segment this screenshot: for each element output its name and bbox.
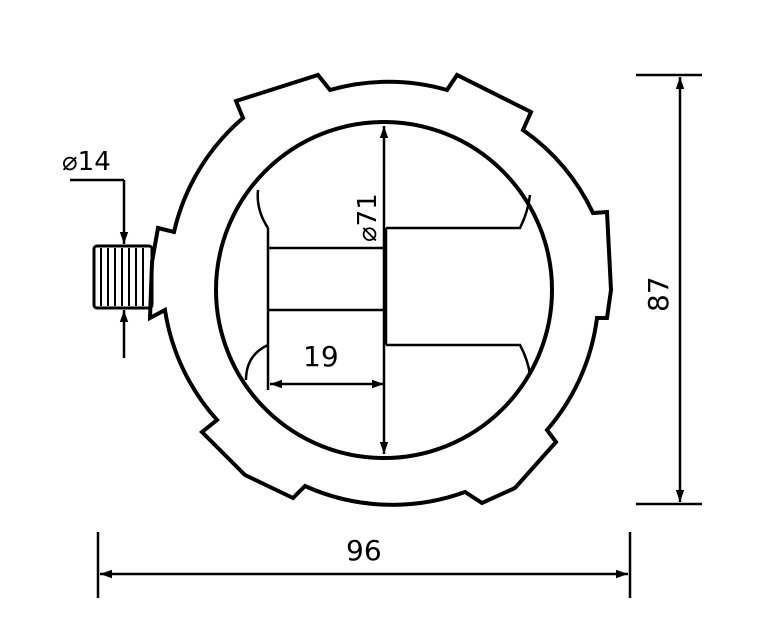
width-dimension: 96 xyxy=(96,532,632,598)
slot-width-dimension: 19 xyxy=(270,340,384,389)
inner-diameter-dimension: ⌀71 xyxy=(353,126,389,454)
outer-ring-toothed xyxy=(147,72,614,507)
inner-bore-circle xyxy=(214,120,554,460)
slot-width-label: 19 xyxy=(303,340,339,373)
width-label: 96 xyxy=(346,534,382,567)
knurled-pin xyxy=(92,244,154,310)
pin-diameter-label: ⌀14 xyxy=(62,147,111,177)
inner-diameter-label: ⌀71 xyxy=(353,193,383,242)
height-dimension: 87 xyxy=(636,73,702,506)
height-label: 87 xyxy=(642,276,675,312)
inner-web xyxy=(244,189,532,390)
pin-diameter-dimension: ⌀14 xyxy=(62,147,129,358)
